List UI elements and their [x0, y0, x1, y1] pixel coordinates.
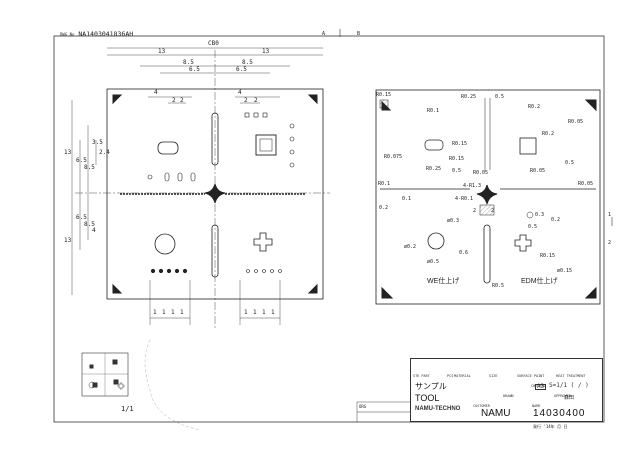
material-name: TOOL — [415, 393, 440, 403]
left-view — [71, 47, 330, 330]
dim-label: 1 — [253, 309, 257, 316]
dim-label: 0.6 — [459, 250, 469, 256]
dim-label: 1 — [153, 309, 157, 316]
dim-label: 8.5 — [242, 59, 253, 66]
dim-label: R0.25 — [426, 166, 442, 172]
dim-label: 4-R1.3 — [463, 183, 482, 189]
zone-label-a: A — [322, 31, 326, 37]
drawn-label: DRAWN — [503, 394, 514, 398]
dim-label: ø0.5 — [427, 259, 440, 265]
thumbnail — [81, 352, 129, 397]
title-col-header: SURFACE PAINT — [517, 374, 545, 378]
dim-label: 3.5 — [92, 139, 103, 146]
dim-label: 1 — [244, 309, 248, 316]
dim-label: 0.3 — [535, 212, 545, 218]
title-block: STK PART PCS MATERIAL SIZE SURFACE PAINT… — [410, 358, 603, 422]
dim-label: R0.1 — [378, 181, 391, 187]
we-finish-label: WE仕上げ — [427, 278, 460, 285]
dim-label: 2 — [473, 208, 477, 214]
title-col-header: HEAT TREATMENT — [556, 374, 586, 378]
name-label: NAME — [532, 404, 541, 408]
dim-label: ø0.15 — [557, 268, 573, 274]
dim-label: 6.5 — [76, 157, 87, 164]
dim-label: 13 — [64, 149, 72, 156]
dim-label: 0.5 — [452, 168, 462, 174]
dim-label: R0.15 — [376, 92, 392, 98]
title-col-header: MATERIAL — [454, 374, 471, 378]
dim-label: 6.5 — [236, 66, 247, 73]
zone-label-2: 2 — [608, 240, 612, 246]
customer-label: CUSTOMER — [473, 404, 490, 408]
right-view-outline — [375, 89, 601, 305]
dim-label: R0.05 — [568, 119, 584, 125]
dim-label: R0.075 — [384, 154, 403, 160]
dim-label: 4 — [92, 227, 96, 234]
dim-label: 2 — [254, 97, 258, 104]
size-code: A3 — [535, 383, 547, 390]
dim-label: R0.5 — [492, 283, 505, 289]
dim-label: 0.5 — [565, 160, 575, 166]
dim-label: ø0.2 — [404, 244, 417, 250]
dim-label: 8.5 — [84, 164, 95, 171]
issue-date: 発行 '14年 月 日 — [533, 424, 568, 429]
dim-label: R0.15 — [449, 156, 465, 162]
dim-label: 2.4 — [99, 149, 110, 156]
seal-text: 森田 — [564, 395, 575, 401]
dim-label: 1 — [162, 309, 166, 316]
dim-label: ø0.3 — [447, 218, 460, 224]
dim-label: R0.25 — [461, 94, 477, 100]
dim-label: 8.5 — [84, 221, 95, 228]
dim-label: 0.5 — [528, 224, 538, 230]
dim-label: R0.15 — [452, 141, 468, 147]
approved-label: APPROVED — [554, 394, 571, 398]
page-number: 1/1 — [121, 405, 134, 413]
dim-label: R0.2 — [542, 131, 555, 137]
dim-label: 0.2 — [379, 205, 389, 211]
dim-label: R0.05 — [530, 168, 546, 174]
dim-label: 1 — [271, 309, 275, 316]
part-name: サンプル — [415, 382, 447, 391]
dim-label: R0.05 — [578, 181, 594, 187]
dim-label: 4 — [154, 89, 158, 96]
title-col-header: STK PART — [413, 374, 430, 378]
title-col-header: PCS — [447, 374, 454, 378]
dim-label: 2 — [491, 208, 495, 214]
title-col-header: SIZE — [489, 374, 498, 378]
dim-label: 1 — [171, 309, 175, 316]
dim-label: 4 — [238, 89, 242, 96]
checked-label: CHECKED — [531, 384, 546, 388]
dim-label: 6.5 — [76, 214, 87, 221]
sheet-border — [53, 35, 605, 423]
company-name: NAMU-TECHNO — [415, 406, 461, 412]
dim-label: 8.5 — [183, 59, 194, 66]
drawing-no: 14030400 — [533, 408, 586, 419]
zone-label-b: B — [357, 31, 361, 37]
dim-label: 0.1 — [402, 196, 412, 202]
dim-label: R0.1 — [427, 108, 440, 114]
dim-label: R0.05 — [473, 170, 489, 176]
dim-label: 2 — [244, 97, 248, 104]
dim-label: 4-R0.1 — [455, 196, 474, 202]
dim-label: 13 — [158, 48, 166, 55]
dim-label: 2 — [172, 97, 176, 104]
right-view — [375, 89, 601, 305]
drawing-number: DWG No NA1403041836AH — [60, 30, 134, 38]
customer-name: NAMU — [481, 408, 511, 419]
org-label: ORG — [359, 404, 367, 409]
dim-label: 2 — [180, 97, 184, 104]
dim-label: R0.15 — [540, 253, 556, 259]
edm-finish-label: EDM仕上げ — [521, 278, 558, 285]
dim-label: 13 — [64, 237, 72, 244]
dim-label: 0.5 — [495, 94, 505, 100]
dim-label: 6.5 — [189, 66, 200, 73]
dim-label: R0.2 — [528, 104, 541, 110]
dim-label: 1 — [180, 309, 184, 316]
dim-label: 13 — [262, 48, 270, 55]
dim-label: CB0 — [208, 40, 219, 47]
zone-label-1: 1 — [608, 212, 612, 218]
dim-label: 1 — [262, 309, 266, 316]
dim-label: 0.2 — [551, 217, 561, 223]
scale-text: S=1/1 ( / ) — [549, 382, 589, 389]
